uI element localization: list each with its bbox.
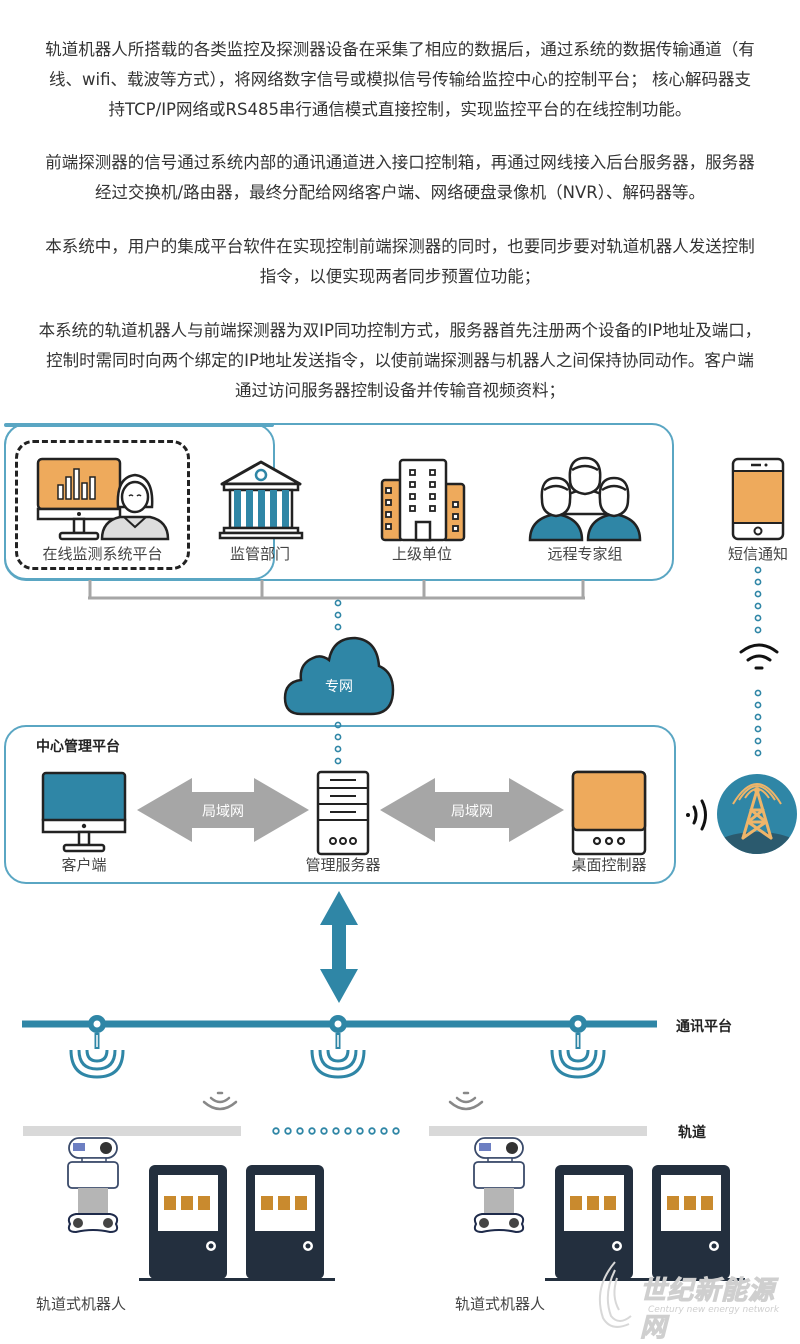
smartphone-icon: [731, 457, 785, 541]
wifi-signal-icon: [448, 1091, 484, 1111]
watermark-subtitle: Century new energy network: [648, 1305, 780, 1315]
comm-node: [310, 1015, 366, 1079]
client-label: 客户端: [61, 856, 107, 874]
paragraph-line: 指令，以便实现两者同步预置位功能；: [259, 267, 541, 286]
office-buildings-icon: [380, 458, 466, 542]
paragraph-line: 轨道机器人所搭载的各类监控及探测器设备在采集了相应的数据后，通过系统的数据传输通…: [45, 40, 755, 59]
server-label: 管理服务器: [305, 856, 381, 874]
item-label-online-monitoring: 在线监测系统平台: [42, 545, 163, 563]
paragraph-line: 控制时需同时向两个绑定的IP地址发送指令，以使前端探测器与机器人之间保持协同动作…: [46, 351, 754, 370]
paragraph-dual-ip: 本系统的轨道机器人与前端探测器为双IP同功控制方式，服务器首先注册两个设备的IP…: [0, 316, 800, 406]
cloud-label: 专网: [325, 679, 353, 695]
paragraph-data-transmission: 轨道机器人所搭载的各类监控及探测器设备在采集了相应的数据后，通过系统的数据传输通…: [0, 35, 800, 125]
sms-label: 短信通知: [727, 545, 788, 563]
wifi-icon: [739, 643, 779, 670]
comm-node: [550, 1015, 606, 1079]
robot-label-left: 轨道式机器人: [36, 1295, 127, 1313]
cloud-icon: [283, 636, 395, 716]
rail-robot-icon: [67, 1137, 119, 1234]
rail-robot-icon: [473, 1137, 525, 1234]
cabinet: [246, 1165, 324, 1279]
vertical-double-arrow: [320, 891, 358, 1003]
comm-node: [69, 1015, 125, 1079]
paragraph-line: 本系统中，用户的集成平台软件在实现控制前端探测器的同时，也要同步要对轨道机器人发…: [45, 237, 755, 256]
track-label: 轨道: [678, 1125, 706, 1141]
government-building-icon: [218, 460, 304, 540]
item-label-expert-group: 远程专家组: [547, 545, 623, 563]
lan-arrow-left: [137, 778, 309, 842]
paragraph-line: 本系统的轨道机器人与前端探测器为双IP同功控制方式，服务器首先注册两个设备的IP…: [38, 321, 762, 340]
comm-platform-bus: [22, 1015, 657, 1079]
controller-label: 桌面控制器: [571, 856, 647, 874]
dotted-link-sms-tower: [754, 566, 762, 757]
wifi-signal-icon: [202, 1091, 238, 1111]
top-panel-connector: [88, 580, 585, 600]
electrical-cabinets: [545, 1165, 745, 1281]
paragraph-line: 持TCP/IP网络或RS485串行通信模式直接控制，实现监控平台的在线控制功能。: [108, 100, 692, 119]
paragraph-line: 前端探测器的信号通过系统内部的通讯通道进入接口控制箱，再通过网线接入后台服务器，…: [45, 153, 755, 172]
lan-label-left: 局域网: [202, 804, 244, 820]
monitor-with-person-icon: [36, 457, 170, 541]
cabinet: [652, 1165, 730, 1279]
desktop-controller-icon: [571, 770, 647, 856]
track-dotted-link: [272, 1127, 400, 1135]
server-icon: [316, 770, 370, 856]
desktop-monitor-icon: [41, 771, 127, 853]
paragraph-sync-control: 本系统中，用户的集成平台软件在实现控制前端探测器的同时，也要同步要对轨道机器人发…: [0, 232, 800, 292]
track-segment-right: [429, 1126, 647, 1136]
cabinet: [149, 1165, 227, 1279]
broadcast-signal-icon: [686, 799, 707, 831]
highlight-dashed-box: [15, 440, 190, 570]
robot-label-right: 轨道式机器人: [455, 1295, 546, 1313]
paragraph-line: 通过访问服务器控制设备并传输音视频资料；: [235, 381, 565, 400]
lan-arrow-right: [380, 778, 564, 842]
electrical-cabinets: [139, 1165, 335, 1281]
item-label-regulator: 监管部门: [229, 545, 290, 563]
paragraph-line: 线、wifi、载波等方式），将网络数字信号或模拟信号传输给监控中心的控制平台； …: [49, 70, 751, 89]
paragraph-line: 经过交换机/路由器，最终分配给网络客户端、网络硬盘录像机（NVR）、解码器等。: [95, 183, 705, 202]
dotted-link-panel-cloud: [334, 599, 342, 631]
cabinet: [555, 1165, 633, 1279]
dotted-link-cloud-server: [334, 721, 342, 765]
track-segment-left: [23, 1126, 241, 1136]
signal-tower-icon: [717, 774, 797, 854]
paragraph-detector-signal: 前端探测器的信号通过系统内部的通讯通道进入接口控制箱，再通过网线接入后台服务器，…: [0, 148, 800, 208]
item-label-superior-unit: 上级单位: [391, 545, 452, 563]
center-panel-title: 中心管理平台: [36, 739, 120, 755]
lan-label-right: 局域网: [451, 804, 493, 820]
top-panel-frame: [4, 423, 674, 581]
comm-platform-label: 通讯平台: [676, 1019, 732, 1035]
expert-group-icon: [528, 456, 642, 542]
watermark-flame-logo: [599, 1261, 632, 1328]
